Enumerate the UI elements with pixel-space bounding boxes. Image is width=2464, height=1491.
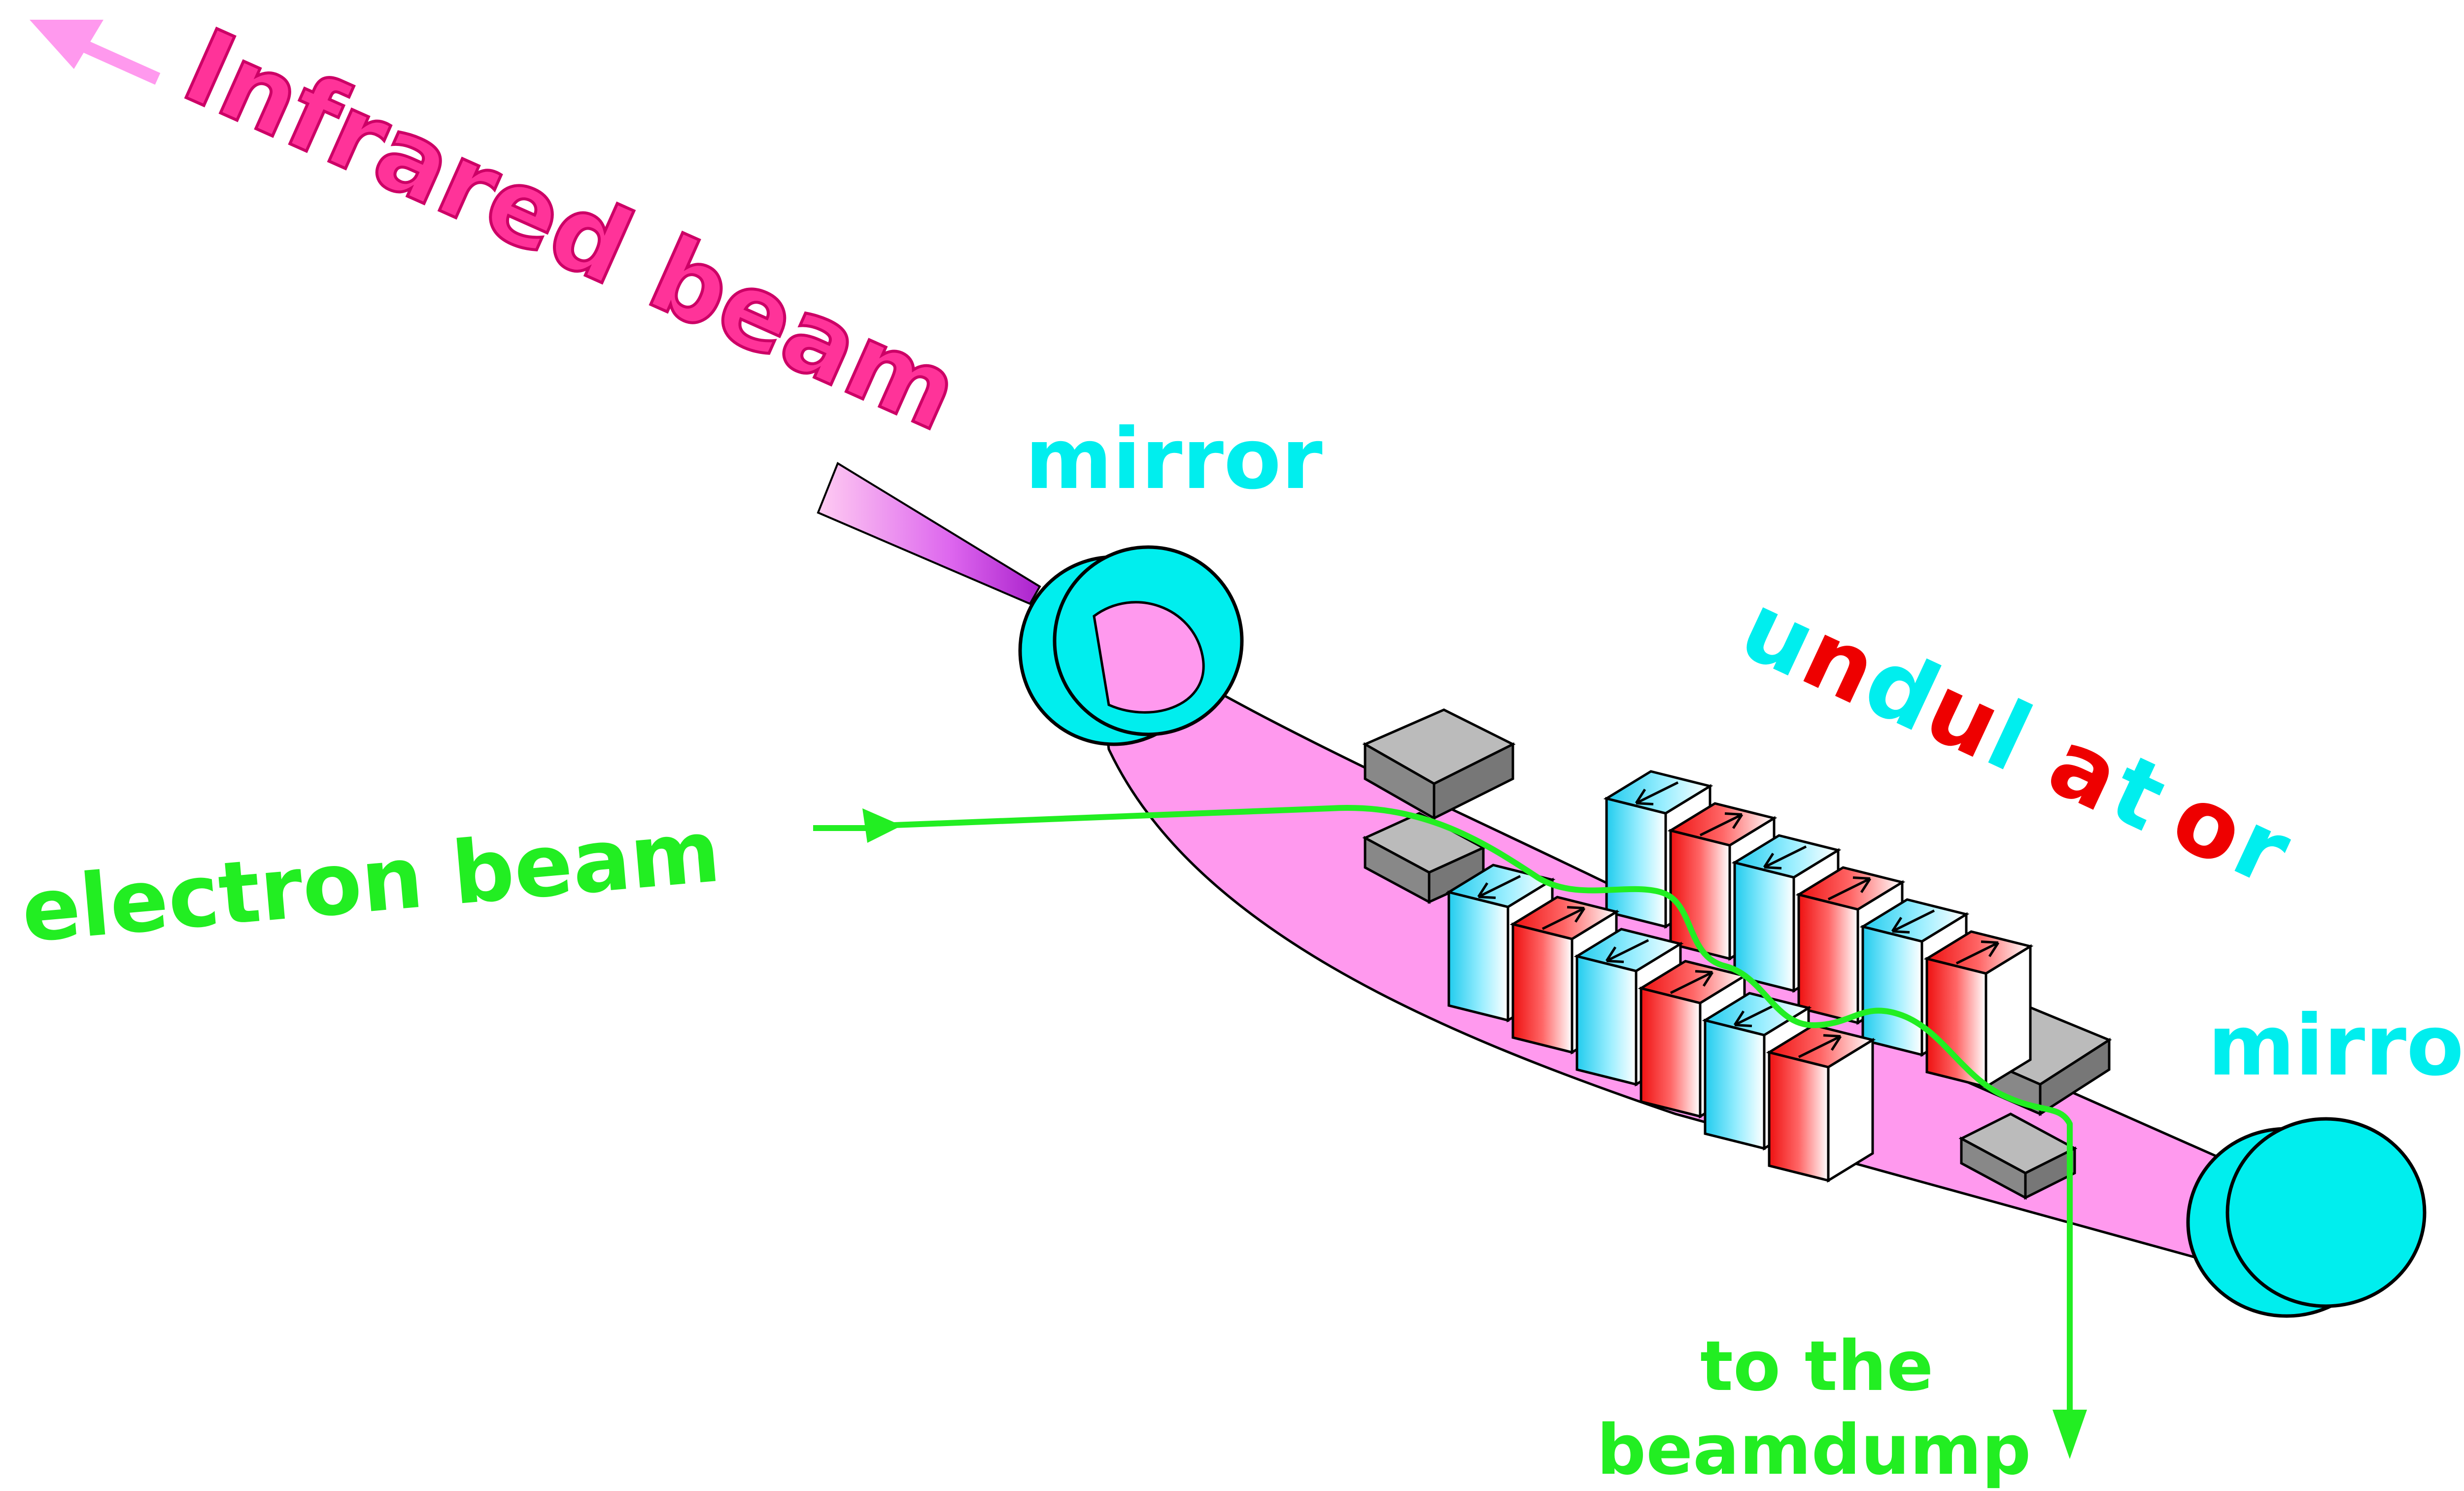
infrared-output-arrow: [30, 20, 161, 85]
beamdump-label-line2: beamdump: [1597, 1410, 2031, 1491]
infrared-beam-label: Infrared beam: [168, 6, 976, 454]
red-magnet-block: [1923, 930, 2034, 1089]
electron-beam-label: electron beam: [18, 801, 724, 962]
up-arrow-icon: [1827, 876, 1872, 901]
undulator-lower-row: [1445, 864, 1876, 1183]
steering-magnet-lower-left: [1362, 812, 1486, 904]
red-magnet-block: [1766, 1024, 1876, 1183]
left-mirror-icon: [1018, 545, 1244, 746]
mirror-left-label: mirror: [1025, 411, 1323, 508]
up-arrow-icon: [1670, 970, 1714, 994]
electron-beam-path: [813, 805, 2087, 1459]
down-arrow-icon: [1763, 845, 1807, 869]
down-arrow-icon: [1605, 939, 1649, 963]
undulator-upper-row: [1603, 770, 2034, 1089]
steering-magnet-lower-right: [1958, 1112, 2078, 1200]
down-arrow-icon: [1477, 875, 1521, 899]
up-arrow-icon: [1541, 906, 1586, 930]
up-arrow-icon: [1955, 940, 2000, 965]
up-arrow-icon: [1798, 1034, 1842, 1058]
beamdump-label-line1: to the: [1700, 1326, 1933, 1407]
up-arrow-icon: [1699, 812, 1744, 836]
down-arrow-icon: [1733, 1003, 1778, 1027]
down-arrow-icon: [1891, 909, 1935, 934]
mirror-right-label: mirror: [2208, 997, 2464, 1095]
down-arrow-icon: [1635, 781, 1679, 805]
blue-magnet-block: [1859, 898, 1970, 1057]
right-mirror-icon: [2186, 1117, 2427, 1318]
infrared-beam-fan: [817, 462, 1041, 605]
steering-magnet-upper-left: [1362, 708, 1516, 821]
